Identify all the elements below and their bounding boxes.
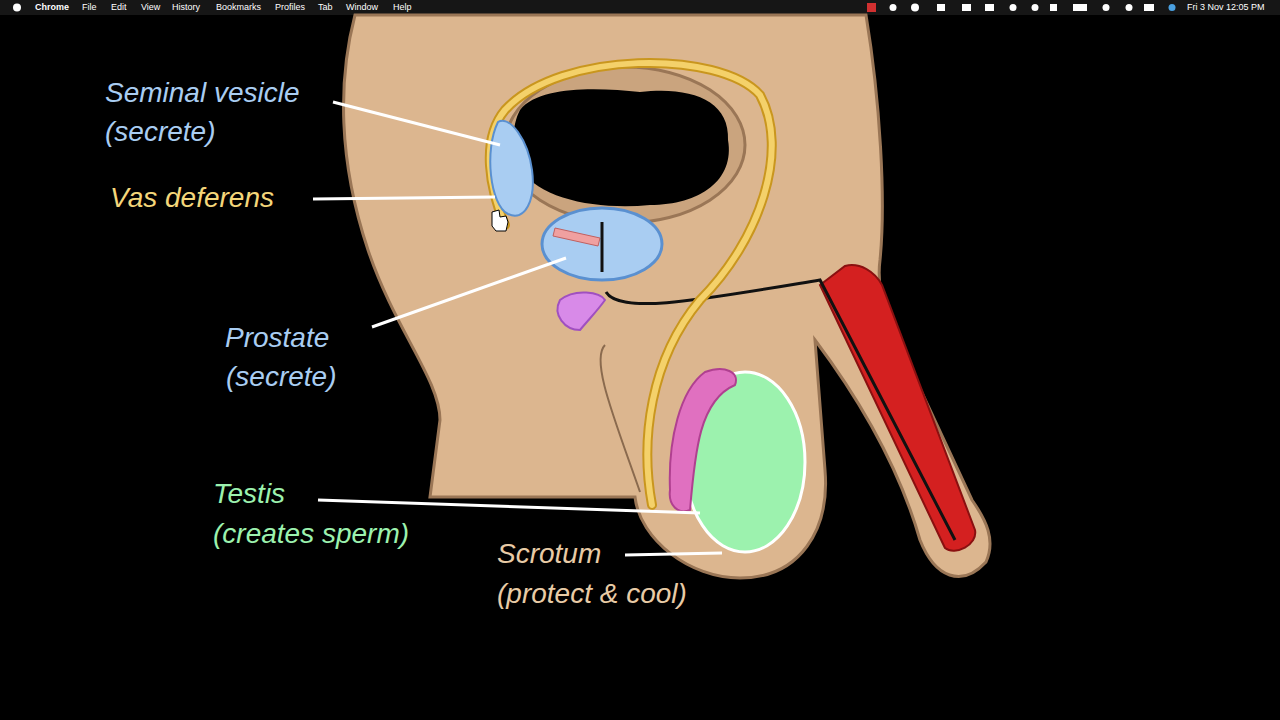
bulbourethral-gland [558,292,605,330]
apple-icon [13,4,21,12]
part-function: (secrete) [105,115,215,149]
menu-item: Bookmarks [216,1,261,14]
seminal-vesicle [490,121,533,216]
part-name: Testis [213,477,285,511]
part-name: Vas deferens [110,181,274,215]
menu-item: Help [393,1,412,14]
part-function: (protect & cool) [497,577,687,611]
part-function: (secrete) [226,360,336,394]
leader-line [625,553,722,555]
clock-text: Fri 3 Nov 12:05 PM [1187,1,1265,14]
leader-line [372,258,566,327]
leader-line [313,197,495,199]
menu-item: Edit [111,1,127,14]
bladder-wall [505,67,745,223]
part-name: Prostate [225,321,329,355]
penis-tissue [820,265,975,551]
crease-line [600,345,640,492]
ejaculatory-duct [553,228,600,246]
leader-line [333,102,500,145]
bladder-cavity [514,89,729,206]
part-function: (creates sperm) [213,517,409,551]
body-silhouette [344,15,991,578]
prostatic-urethra [601,222,604,272]
menu-item: Tab [318,1,333,14]
menu-item: View [141,1,160,14]
menu-item: History [172,1,200,14]
menu-bar [0,0,1280,15]
prostate [542,208,662,280]
part-name: Scrotum [497,537,601,571]
part-name: Seminal vesicle [105,76,300,110]
cursor-hand [492,210,508,231]
status-icons [867,3,1176,12]
menu-item: Profiles [275,1,305,14]
menu-item: Window [346,1,378,14]
epididymis [670,369,736,511]
menu-item: File [82,1,97,14]
menu-item: Chrome [35,1,69,14]
leader-line [318,500,700,513]
